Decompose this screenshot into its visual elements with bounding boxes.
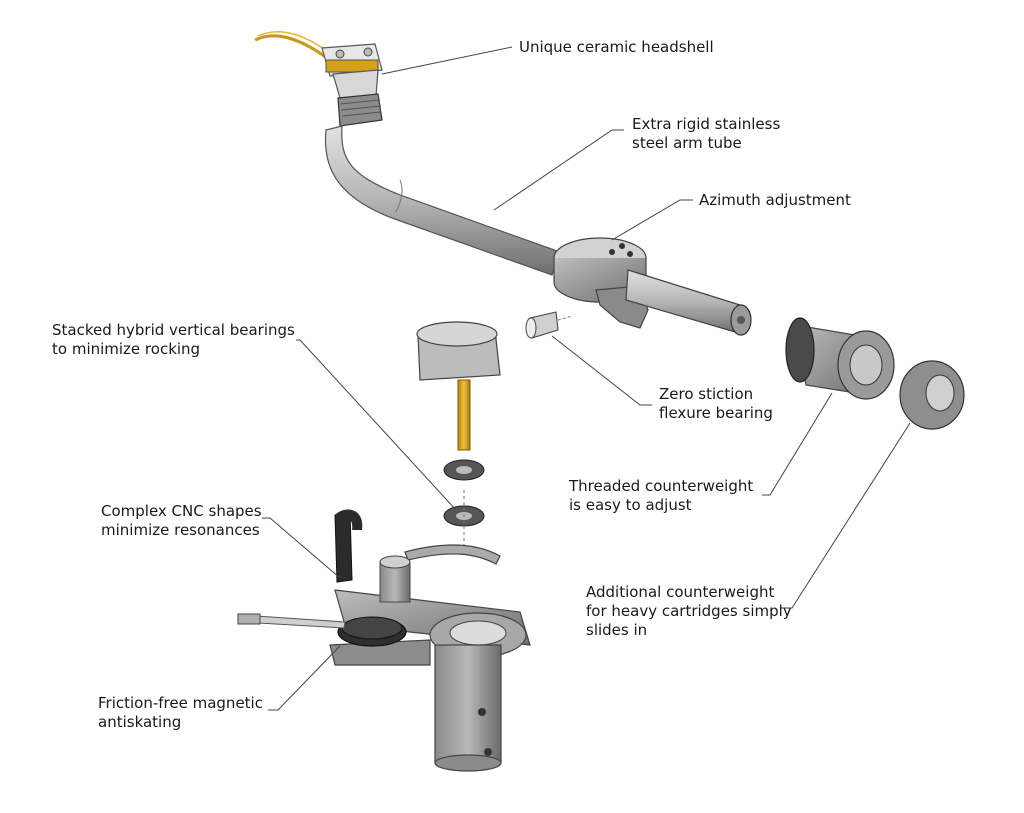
- label-additional-counterweight: Additional counterweight for heavy cartr…: [586, 583, 792, 640]
- antiskating-arc: [404, 544, 501, 565]
- cartridge-wires: [254, 31, 335, 62]
- leader-flexure: [551, 335, 652, 406]
- leader-antiskating: [268, 645, 341, 711]
- rear-stub: [625, 269, 752, 336]
- label-arm-tube-line-2: steel arm tube: [632, 134, 742, 152]
- label-azimuth-line-1: Azimuth adjustment: [699, 191, 851, 209]
- arm-tube: [324, 125, 561, 276]
- label-additional-counterweight-line-2: for heavy cartridges simply: [586, 602, 792, 620]
- leader-threaded: [762, 392, 833, 496]
- label-antiskating-line-2: antiskating: [98, 713, 182, 731]
- ceramic-headshell: [321, 43, 383, 99]
- label-cnc-shapes-line-1: Complex CNC shapes: [101, 502, 262, 520]
- label-vertical-bearings: Stacked hybrid vertical bearings to mini…: [52, 321, 295, 359]
- label-cnc-shapes-line-2: minimize resonances: [101, 521, 260, 539]
- label-threaded-counterweight-line-1: Threaded counterweight: [569, 477, 754, 495]
- label-flexure-bearing: Zero stiction flexure bearing: [659, 385, 773, 423]
- label-antiskating-line-1: Friction-free magnetic: [98, 694, 263, 712]
- bearing-housing: [553, 237, 649, 329]
- label-arm-tube: Extra rigid stainless steel arm tube: [632, 115, 780, 153]
- headshell-collar: [337, 93, 383, 127]
- leader-headshell: [381, 46, 513, 75]
- vertical-bearing-cap: [416, 321, 501, 451]
- threaded-counterweight: [785, 317, 895, 400]
- label-antiskating: Friction-free magnetic antiskating: [98, 694, 263, 732]
- label-headshell: Unique ceramic headshell: [519, 38, 714, 57]
- label-cnc-shapes: Complex CNC shapes minimize resonances: [101, 502, 262, 540]
- additional-counterweight: [899, 360, 965, 430]
- label-azimuth: Azimuth adjustment: [699, 191, 851, 210]
- label-threaded-counterweight-line-2: is easy to adjust: [569, 496, 692, 514]
- leader-vertical-bearings: [296, 339, 457, 511]
- leader-arm-tube: [493, 129, 624, 211]
- label-vertical-bearings-line-2: to minimize rocking: [52, 340, 201, 358]
- label-additional-counterweight-line-3: slides in: [586, 621, 648, 639]
- base-assembly: [329, 509, 531, 772]
- lift-rod: [237, 613, 346, 629]
- antiskating-knob: [337, 616, 407, 647]
- leader-lines: [262, 46, 911, 711]
- label-threaded-counterweight: Threaded counterweight is easy to adjust: [569, 477, 753, 515]
- leader-additional: [780, 422, 911, 609]
- label-additional-counterweight-line-1: Additional counterweight: [586, 583, 775, 601]
- label-flexure-bearing-line-1: Zero stiction: [659, 385, 754, 403]
- leader-cnc: [262, 517, 341, 579]
- stacked-bearings: [443, 459, 485, 545]
- leader-azimuth: [611, 199, 693, 241]
- label-headshell-line-1: Unique ceramic headshell: [519, 38, 714, 56]
- label-vertical-bearings-line-1: Stacked hybrid vertical bearings: [52, 321, 295, 339]
- flexure-bearing: [525, 311, 573, 339]
- label-arm-tube-line-1: Extra rigid stainless: [632, 115, 781, 133]
- label-flexure-bearing-line-2: flexure bearing: [659, 404, 773, 422]
